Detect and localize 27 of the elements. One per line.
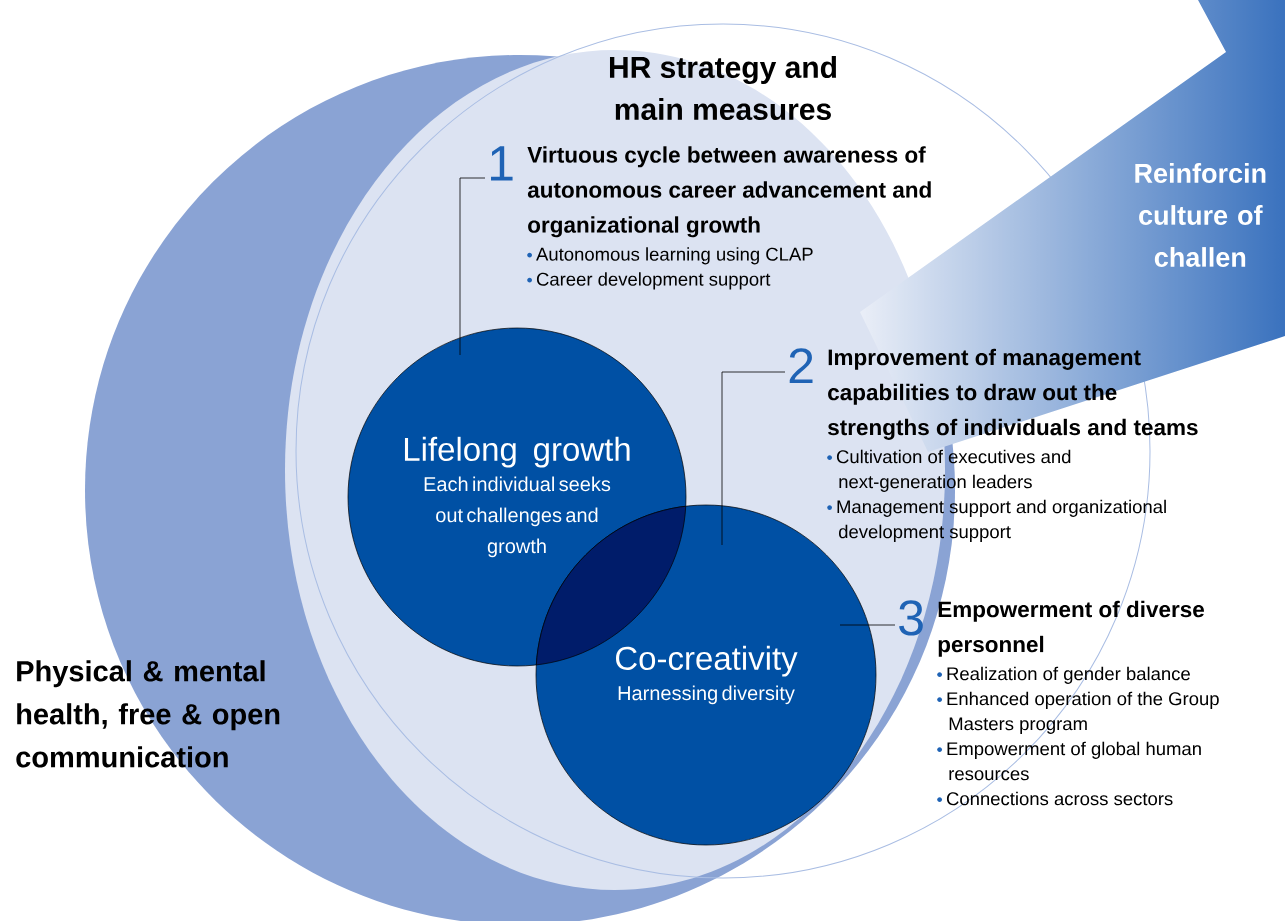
measure-heading: Empowerment of diverse personnel [938,600,1204,657]
step-number: 2 [789,348,813,384]
step-number: 1 [491,146,513,181]
measure-text [789,348,1198,542]
measure-heading: Virtuous cycle between awareness of autonomous career advancement and organizational growth [527,146,931,238]
measure-heading: Improvement of management capabilities to draw out the strengths of individuals and teams [828,348,1198,440]
bullet-item: Cultivation of executives and next-generation leaders [827,449,1071,492]
circle-text: Each individual seeks out challenges and growth [424,476,611,558]
bullet-item: Management support and organizational development support [827,499,1166,542]
circle-title: HR strategy and main measures [610,56,836,121]
bullet-item: Empowerment of global human resources [937,741,1201,781]
measure-text [491,146,931,290]
circle-title: Co-creativity [616,645,798,677]
bullet-item: Career development support [527,272,771,290]
bullet-item: Autonomous learning using CLAP [527,247,813,265]
step-number: 3 [899,600,923,636]
measure-text [899,600,1219,806]
bullet-item: Enhanced operation of the Group Masters program [937,691,1219,734]
circle-label: Physical & mental health, free & open communication [16,660,280,768]
bullet-item: Connections across sectors [937,791,1173,806]
leader-line [721,371,786,546]
bullet-item: Realization of gender balance [937,666,1190,684]
circle-title: Lifelong growth [404,436,630,468]
leader-line [839,624,896,626]
leader-line [459,177,486,356]
circle-text: Harnessing diversity [618,685,795,705]
arrow-label: Reinforcin culture of challen [1135,163,1266,267]
